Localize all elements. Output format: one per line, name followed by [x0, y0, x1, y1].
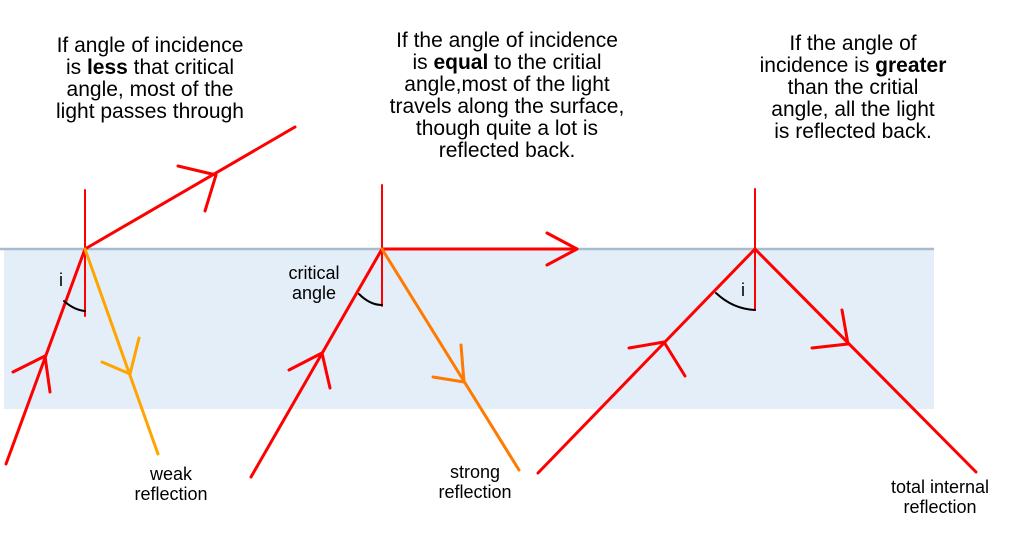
case-less-than-critical — [4, 125, 297, 466]
incident-ray-2 — [249, 247, 384, 479]
surface-arrowhead — [545, 231, 579, 267]
caption-equal-line-2-pre: is — [412, 51, 434, 74]
caption-equal-emphasis: equal — [433, 51, 489, 74]
caption-equal-line-6: reflected back. — [438, 139, 576, 162]
total-reflection-line-2: reflection — [903, 497, 977, 517]
weak-reflected-ray — [83, 247, 160, 456]
caption-less-line-4: light passes through — [56, 100, 244, 123]
caption-equal-line-2: is equal to the critial — [314, 52, 700, 74]
caption-greater-line-2-pre: incidence is — [759, 54, 876, 77]
weak-reflection-label: weak reflection — [106, 464, 236, 504]
caption-equal-line-3: angle,most of the light — [404, 73, 610, 96]
caption-less-line-2: is less that critical — [2, 57, 298, 79]
denser-medium — [4, 249, 934, 409]
caption-less-line-3: angle, most of the — [66, 78, 234, 101]
angle-i-label-3: i — [741, 280, 745, 300]
caption-less-than-critical: If angle of incidence is less that criti… — [2, 35, 298, 123]
critical-angle-label-line-2: angle — [291, 283, 337, 303]
caption-equal-line-4: travels along the surface, — [389, 95, 625, 118]
angle-i-arc-1 — [63, 300, 86, 312]
total-reflection-line-1: total internal — [890, 477, 990, 497]
angle-i-label-1: i — [59, 270, 63, 290]
strong-reflection-line-2: reflection — [438, 482, 512, 502]
total-reflected-arrowhead — [810, 308, 850, 350]
strong-reflected-ray — [380, 247, 521, 472]
strong-reflected-arrowhead — [431, 343, 466, 384]
caption-greater-than-critical: If the angle of incidence is greater tha… — [705, 33, 1001, 143]
critical-angle-arc — [358, 293, 383, 306]
caption-less-line-2-pre: is — [65, 56, 87, 79]
critical-angle-label-line-1: critical — [288, 263, 340, 283]
caption-less-line-1: If angle of incidence — [56, 34, 244, 57]
total-reflected-ray — [753, 247, 978, 474]
caption-greater-line-3: than the critial — [787, 76, 919, 99]
caption-equal-line-2-post: to the critial — [488, 51, 602, 74]
caption-greater-emphasis: greater — [875, 54, 947, 77]
caption-greater-line-1: If the angle of — [789, 32, 917, 55]
incident-arrowhead-1 — [11, 354, 52, 394]
total-internal-reflection-label: total internal reflection — [858, 477, 1022, 517]
strong-reflection-label: strong reflection — [410, 462, 540, 502]
critical-angle-label: critical angle — [264, 263, 364, 303]
angle-i-arc-3 — [715, 292, 756, 311]
strong-reflection-line-1: strong — [449, 462, 501, 482]
caption-equal-line-5: though quite a lot is — [415, 117, 599, 140]
weak-reflected-arrowhead — [100, 336, 141, 376]
refracted-arrowhead-1 — [176, 164, 218, 213]
incident-arrowhead-3 — [627, 340, 687, 378]
caption-greater-line-2: incidence is greater — [705, 55, 1001, 77]
case-equal-critical — [249, 184, 579, 479]
weak-reflection-line-2: reflection — [134, 484, 208, 504]
case-greater-than-critical — [536, 188, 978, 475]
caption-equal-critical: If the angle of incidence is equal to th… — [314, 30, 700, 162]
caption-greater-line-5: is reflected back. — [774, 120, 932, 143]
incident-arrowhead-2 — [287, 351, 332, 390]
weak-reflection-line-1: weak — [149, 464, 193, 484]
caption-greater-line-4: angle, all the light — [771, 98, 935, 121]
caption-equal-line-1: If the angle of incidence — [396, 29, 618, 52]
refracted-ray-1 — [83, 125, 297, 251]
caption-less-line-2-post: that critical — [127, 56, 235, 79]
caption-less-emphasis: less — [86, 56, 128, 79]
incident-ray-3 — [536, 247, 757, 475]
